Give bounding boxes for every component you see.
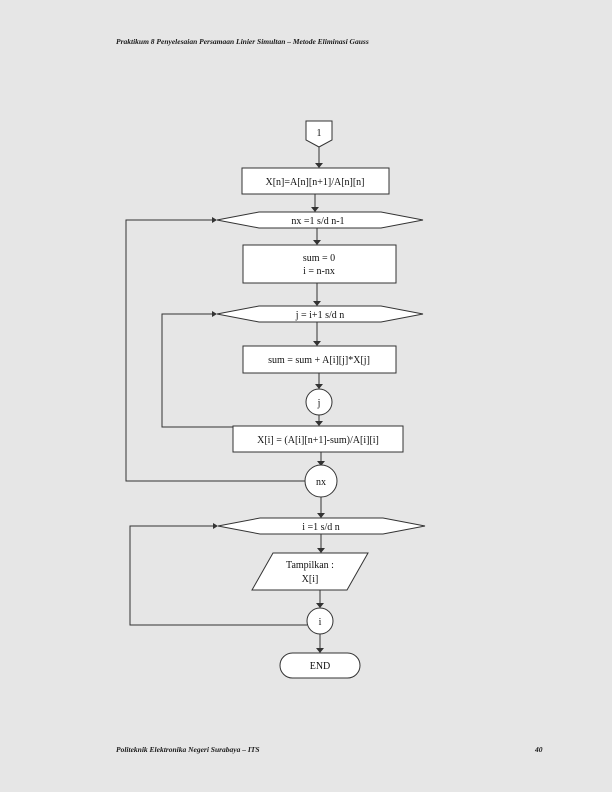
arrow-head <box>316 648 324 653</box>
process-xn-box <box>241 167 390 195</box>
connector-nx-label: nx <box>316 477 326 488</box>
loop-nx-hexagon <box>216 211 424 229</box>
process-xn-label: X[n]=A[n][n+1]/A[n][n] <box>265 177 364 188</box>
arrow-head <box>212 217 217 223</box>
output-label: Tampilkan : <box>286 560 334 571</box>
end-label: END <box>310 661 331 672</box>
arrow-head <box>315 384 323 389</box>
arrow-head <box>311 207 319 212</box>
connector-j-label: j <box>317 398 321 409</box>
output-value: X[i] <box>302 574 319 585</box>
loop-j-label: j = i+1 s/d n <box>295 310 345 321</box>
arrow-head <box>315 421 323 426</box>
process-init-box <box>242 244 397 284</box>
loop-j-hexagon <box>216 305 424 323</box>
page-number: 40 <box>535 745 543 754</box>
arrow-head <box>315 163 323 168</box>
connector-1-label: 1 <box>317 128 322 139</box>
page-footer-institution: Politeknik Elektronika Negeri Surabaya –… <box>116 745 260 754</box>
loop-i-hexagon <box>217 517 426 535</box>
arrow-head <box>317 548 325 553</box>
arrow-head <box>313 301 321 306</box>
arrow-head <box>313 341 321 346</box>
arrow-head <box>212 311 217 317</box>
process-xi-box <box>232 425 404 453</box>
page-header: Praktikum 8 Penyelesaian Persamaan Linie… <box>116 37 369 46</box>
compute-xi-label: X[i] = (A[i][n+1]-sum)/A[i][i] <box>257 435 379 446</box>
loop-i-label: i =1 s/d n <box>302 522 340 533</box>
accumulate-label: sum = sum + A[i][j]*X[j] <box>268 355 370 366</box>
arrow-head <box>316 603 324 608</box>
off-page-connector-1 <box>305 120 333 148</box>
arrow-head <box>213 523 218 529</box>
init-i-label: i = n-nx <box>303 266 335 277</box>
loop-nx-label: nx =1 s/d n-1 <box>291 216 344 227</box>
init-sum-label: sum = 0 <box>303 253 335 264</box>
loop-back-i-line <box>129 525 307 626</box>
connector-i-label: i <box>319 617 322 628</box>
arrow-head <box>317 461 325 466</box>
output-parallelogram <box>251 552 369 591</box>
loop-back-nx-line <box>125 219 305 482</box>
end-terminator <box>279 652 361 679</box>
arrow-head <box>317 513 325 518</box>
arrow-head <box>313 240 321 245</box>
